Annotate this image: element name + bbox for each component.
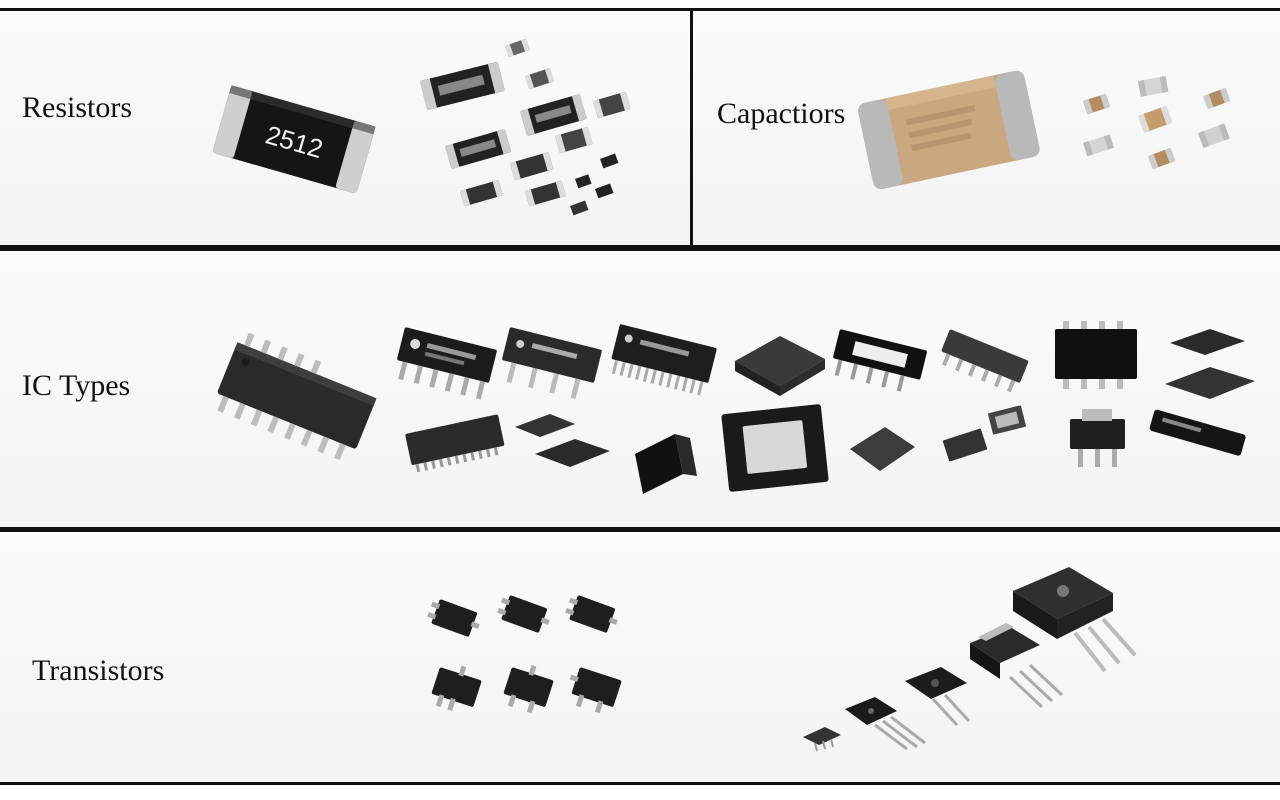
large-soic-chip-image <box>217 332 377 461</box>
small-resistors-cluster-image <box>420 38 631 216</box>
large-smd-resistor-image: 2512 <box>212 85 376 194</box>
resistors-panel: Resistors 2512 <box>0 8 693 248</box>
large-smd-capacitor-image <box>858 70 1040 190</box>
capacitors-label: Capactiors <box>717 97 846 130</box>
ic-row-1-image <box>397 321 1255 400</box>
ic-types-panel: IC Types <box>0 248 1280 530</box>
ic-types-label: IC Types <box>22 369 131 402</box>
ic-row-2-image <box>405 404 1246 494</box>
capacitors-panel: Capactiors <box>690 8 1280 248</box>
through-hole-transistors-image <box>803 567 1137 752</box>
small-capacitors-cluster-image <box>1083 76 1231 170</box>
resistors-label: Resistors <box>22 91 133 124</box>
sot-transistors-grid-image <box>427 595 622 714</box>
transistors-label: Transistors <box>32 654 165 687</box>
transistors-panel: Transistors <box>0 529 1280 785</box>
